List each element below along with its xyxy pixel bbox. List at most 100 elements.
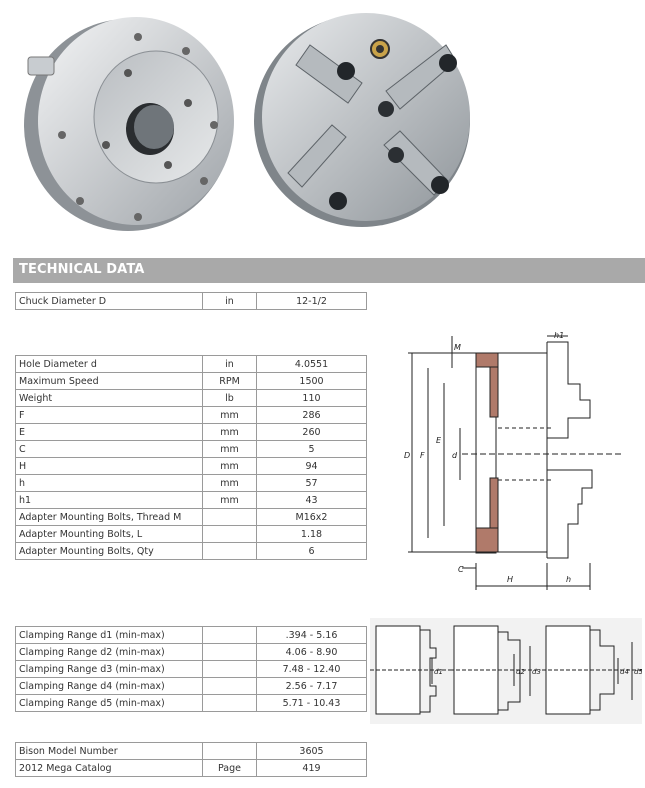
- row-label: Clamping Range d5 (min-max): [15, 694, 203, 712]
- row-value: 94: [256, 457, 367, 475]
- row-label: h1: [15, 491, 203, 509]
- row-label: Maximum Speed: [15, 372, 203, 390]
- row-unit: mm: [202, 474, 257, 492]
- label-D: D: [404, 451, 410, 460]
- table-row: Clamping Range d2 (min-max) 4.06 - 8.90: [15, 643, 367, 661]
- row-unit: Page: [202, 759, 257, 777]
- row-label: Weight: [15, 389, 203, 407]
- table-row: Clamping Range d3 (min-max) 7.48 - 12.40: [15, 660, 367, 678]
- row-unit: mm: [202, 423, 257, 441]
- section-title: TECHNICAL DATA: [19, 262, 145, 277]
- row-unit: in: [202, 292, 257, 310]
- row-unit: [202, 742, 257, 760]
- row-label: 2012 Mega Catalog: [15, 759, 203, 777]
- row-label: h: [15, 474, 203, 492]
- label-d5: d5: [634, 668, 642, 676]
- label-h: h: [566, 575, 571, 584]
- label-d4: d4: [620, 668, 629, 676]
- row-value: 419: [256, 759, 367, 777]
- row-label: E: [15, 423, 203, 441]
- label-d3: d3: [532, 668, 541, 676]
- row-label: Clamping Range d1 (min-max): [15, 626, 203, 644]
- row-value: 12-1/2: [256, 292, 367, 310]
- row-value: 3605: [256, 742, 367, 760]
- label-d2: d2: [516, 668, 525, 676]
- technical-data-header: TECHNICAL DATA: [13, 258, 645, 283]
- row-unit: [202, 542, 257, 560]
- row-value: 286: [256, 406, 367, 424]
- label-h1: h1: [554, 331, 564, 340]
- row-value: 1.18: [256, 525, 367, 543]
- row-label: Clamping Range d3 (min-max): [15, 660, 203, 678]
- row-value: 57: [256, 474, 367, 492]
- row-value: 5.71 - 10.43: [256, 694, 367, 712]
- table-row: Adapter Mounting Bolts, L 1.18: [15, 525, 367, 543]
- chuck-front-photo: [254, 13, 470, 227]
- row-unit: [202, 694, 257, 712]
- label-F: F: [420, 451, 425, 460]
- row-label: Adapter Mounting Bolts, Thread M: [15, 508, 203, 526]
- table-row: Adapter Mounting Bolts, Qty 6: [15, 542, 367, 560]
- label-d: d: [452, 451, 458, 460]
- row-value: 2.56 - 7.17: [256, 677, 367, 695]
- label-H: H: [507, 575, 513, 584]
- chuck-back-photo: [24, 17, 234, 231]
- row-unit: [202, 525, 257, 543]
- row-label: Hole Diameter d: [15, 355, 203, 373]
- row-unit: lb: [202, 389, 257, 407]
- row-value: 6: [256, 542, 367, 560]
- row-unit: mm: [202, 406, 257, 424]
- row-value: .394 - 5.16: [256, 626, 367, 644]
- row-label: Chuck Diameter D: [15, 292, 203, 310]
- row-value: 7.48 - 12.40: [256, 660, 367, 678]
- row-label: Adapter Mounting Bolts, L: [15, 525, 203, 543]
- row-label: H: [15, 457, 203, 475]
- row-unit: in: [202, 355, 257, 373]
- table-row: Clamping Range d5 (min-max) 5.71 - 10.43: [15, 694, 367, 712]
- row-unit: [202, 643, 257, 661]
- row-unit: [202, 660, 257, 678]
- cross-section-diagram: M h1 D F E d C H h: [404, 331, 622, 590]
- row-value: 110: [256, 389, 367, 407]
- row-label: Adapter Mounting Bolts, Qty: [15, 542, 203, 560]
- row-unit: [202, 626, 257, 644]
- row-unit: RPM: [202, 372, 257, 390]
- row-unit: [202, 677, 257, 695]
- row-value: 4.06 - 8.90: [256, 643, 367, 661]
- row-value: M16x2: [256, 508, 367, 526]
- table-row: Clamping Range d1 (min-max) .394 - 5.16: [15, 626, 367, 644]
- row-value: 260: [256, 423, 367, 441]
- row-label: F: [15, 406, 203, 424]
- row-label: C: [15, 440, 203, 458]
- label-d1: d1: [434, 668, 443, 676]
- label-M: M: [454, 343, 461, 352]
- label-C: C: [458, 565, 464, 574]
- label-E: E: [436, 436, 442, 445]
- row-label: Bison Model Number: [15, 742, 203, 760]
- row-label: Clamping Range d2 (min-max): [15, 643, 203, 661]
- table-row: Adapter Mounting Bolts, Thread M M16x2: [15, 508, 367, 526]
- row-value: 1500: [256, 372, 367, 390]
- row-unit: mm: [202, 457, 257, 475]
- row-unit: mm: [202, 491, 257, 509]
- clamping-range-diagram: d1 d2 d3 d4 d5: [370, 618, 642, 724]
- row-value: 43: [256, 491, 367, 509]
